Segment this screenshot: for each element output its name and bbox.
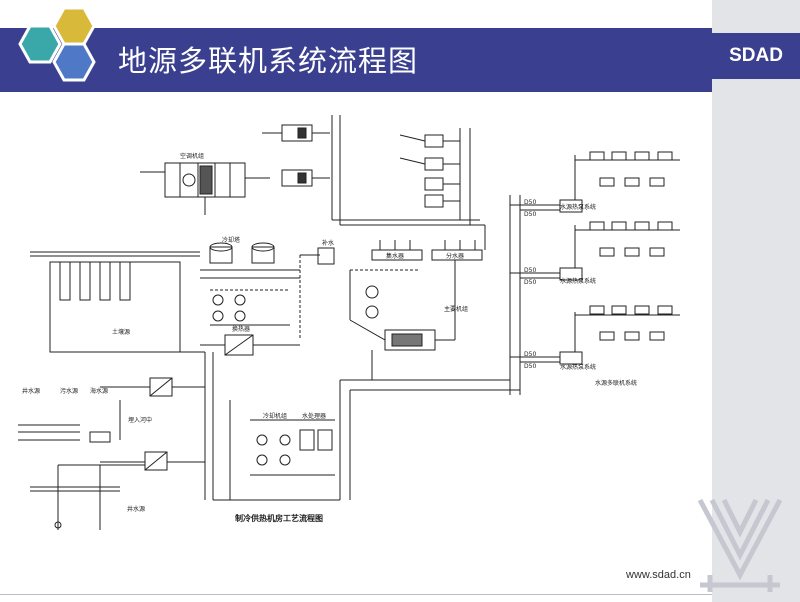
label-pipe-d2: D50	[524, 211, 536, 218]
water-collector	[371, 249, 423, 261]
label-pump-room-1: 冷却机组	[263, 412, 287, 420]
flow-diagram: 冷却塔 补水 集水器 分水器 换热器 土壤源 主要机组 埋入河中 井水源 污水源…	[18, 115, 680, 530]
footer-url[interactable]: www.sdad.cn	[626, 569, 691, 581]
label-pipe-d6: D50	[524, 363, 536, 370]
label-water-distributor: 分水器	[446, 252, 464, 260]
label-cooling-tower: 冷却塔	[222, 236, 240, 244]
label-makeup-water: 补水	[322, 239, 334, 247]
label-pipe-d5: D50	[524, 351, 536, 358]
label-system-3: 水源热泵系统	[560, 363, 596, 371]
page-title: 地源多联机系统流程图	[118, 44, 419, 78]
label-well-3: 海水源	[90, 387, 108, 395]
fan-coil-unit	[281, 169, 313, 187]
title-bar	[0, 28, 712, 92]
label-buried-pipe: 埋入河中	[128, 416, 152, 424]
label-system-4: 水源多联机系统	[595, 379, 637, 387]
soil-source-field	[49, 261, 181, 353]
cooling-tower	[251, 246, 275, 264]
hexagon-logo	[18, 6, 96, 82]
footer-divider	[0, 594, 712, 595]
label-heat-exchanger: 换热器	[232, 325, 250, 333]
label-system-1: 水源热泵系统	[560, 203, 596, 211]
label-pipe-d4: D50	[524, 279, 536, 286]
label-pipe-d3: D50	[524, 267, 536, 274]
water-distributor	[431, 249, 483, 261]
watermark-logo-icon	[697, 498, 783, 592]
label-ahu: 空调机组	[180, 152, 204, 160]
label-heat-pump-units: 主要机组	[444, 305, 468, 313]
hexagon-gold-icon	[52, 6, 96, 46]
label-soil-source: 土壤源	[112, 328, 130, 336]
label-well-2: 污水源	[60, 387, 78, 395]
hexagon-blue-icon	[52, 42, 96, 82]
label-well-1: 井水源	[22, 387, 40, 395]
label-water-collector: 集水器	[386, 252, 404, 260]
label-system-2: 水源热泵系统	[560, 277, 596, 285]
label-well-4: 井水源	[127, 505, 145, 513]
brand-badge: SDAD	[712, 33, 800, 79]
label-pipe-d1: D50	[524, 199, 536, 206]
label-pump-room-2: 水处理器	[302, 412, 326, 420]
fan-coil-unit	[281, 124, 313, 142]
cooling-tower	[209, 246, 233, 264]
hexagon-teal-icon	[18, 24, 62, 64]
diagram-caption: 制冷供热机房工艺流程图	[235, 513, 323, 523]
